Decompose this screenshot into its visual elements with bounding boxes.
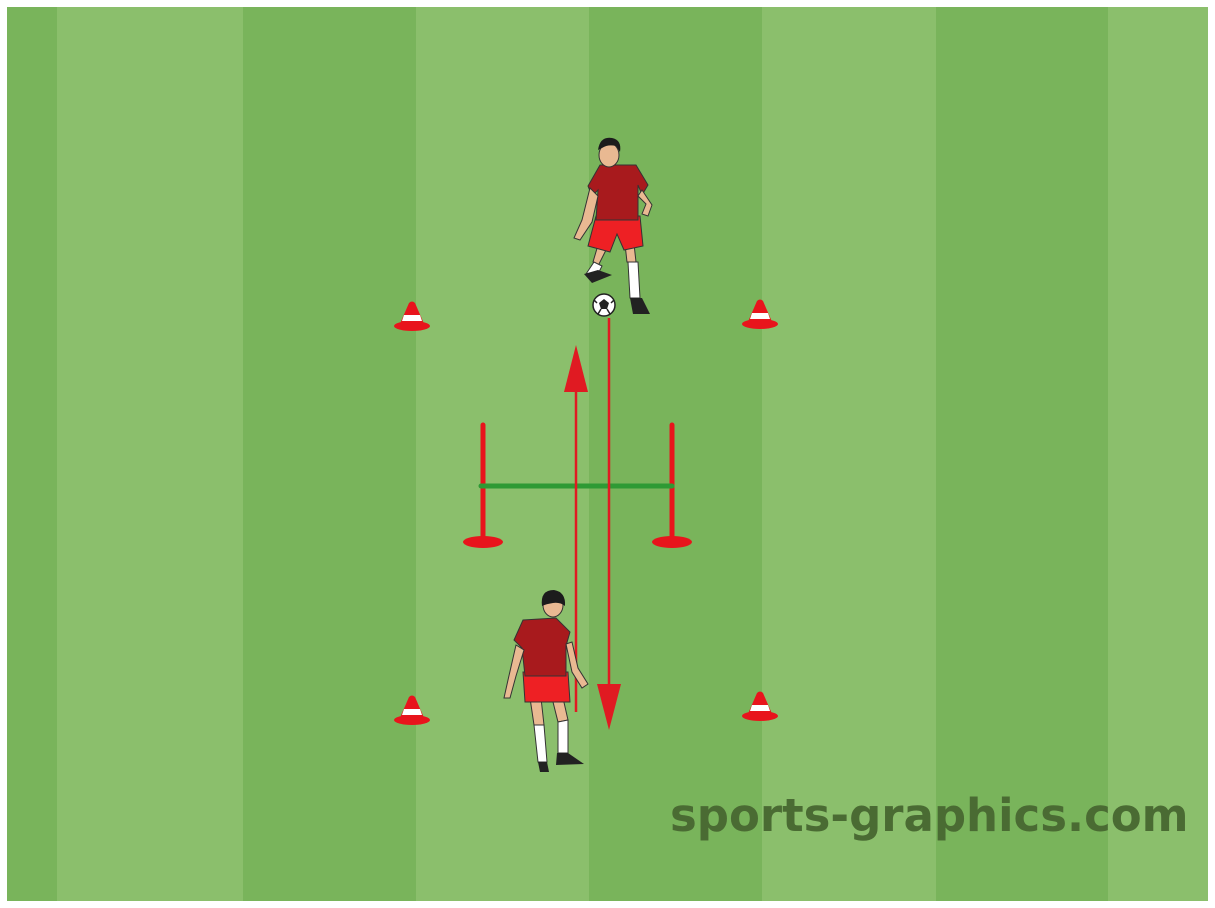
grass-stripe [936, 7, 1108, 901]
soccer-ball-icon [593, 294, 615, 316]
cone-stripe [750, 705, 770, 711]
cone-stripe [750, 313, 770, 319]
grass-stripe [57, 7, 243, 901]
grass-stripe [7, 7, 57, 901]
grass-stripe [1108, 7, 1208, 901]
grass-stripe [416, 7, 589, 901]
cone-stripe [402, 315, 422, 321]
grass-stripe [762, 7, 936, 901]
cone-stripe [402, 709, 422, 715]
grass-stripe [243, 7, 416, 901]
